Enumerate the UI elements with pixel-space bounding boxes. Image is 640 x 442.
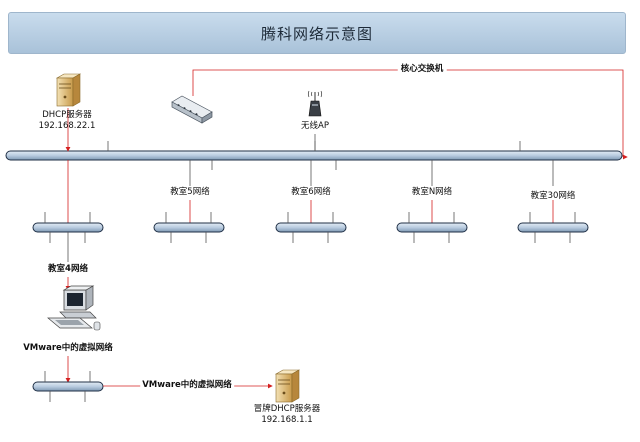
dhcp-server-label: DHCP服务器 — [42, 110, 92, 120]
branch-bus-class6 — [275, 212, 347, 243]
pc-icon — [47, 285, 101, 331]
backbone-bus — [5, 150, 623, 161]
class4-label: 教室4网络 — [48, 264, 88, 274]
switch-device-icon — [171, 95, 213, 124]
wireless-ap-icon — [307, 90, 323, 117]
fake-dhcp-ip: 192.168.1.1 — [261, 415, 313, 425]
vmware-link-label: VMware中的虚拟网络 — [140, 380, 234, 391]
wireless-ap-label: 无线AP — [301, 121, 329, 131]
dhcp-server-ip: 192.168.22.1 — [38, 121, 96, 131]
class5-label: 教室5网络 — [170, 187, 210, 197]
core-switch-link — [192, 69, 628, 160]
fake-dhcp-label: 冒牌DHCP服务器 — [253, 404, 321, 414]
branch-bus-class30 — [517, 212, 589, 243]
vmware-virtual-bus — [32, 371, 104, 402]
diagram-title: 腾科网络示意图 — [8, 12, 626, 54]
vmware-net-label: VMware中的虚拟网络 — [23, 343, 113, 353]
classN-label: 教室N网络 — [411, 187, 453, 197]
class6-label: 教室6网络 — [291, 187, 331, 197]
branch-bus-classN — [396, 212, 468, 243]
fake-dhcp-server-icon — [274, 369, 301, 403]
branch-bus-class5 — [153, 212, 225, 243]
core-switch-label: 核心交换机 — [397, 64, 447, 75]
class30-label: 教室30网络 — [530, 191, 576, 201]
dhcp-server-icon — [55, 73, 82, 107]
